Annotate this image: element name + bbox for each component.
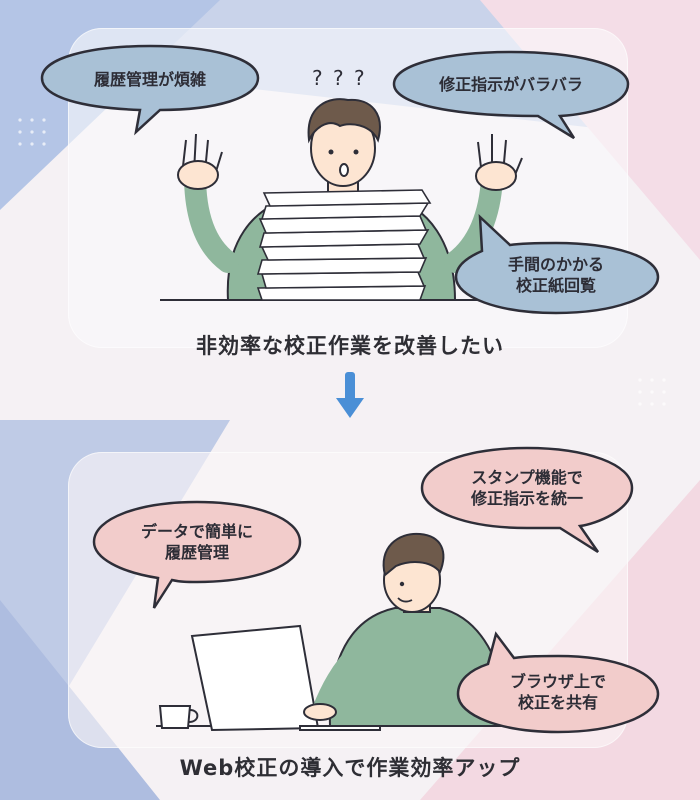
speech-bubble-browser-text: ブラウザ上で 校正を共有 <box>509 672 606 712</box>
speech-bubble-scattered-text: 修正指示がバラバラ <box>439 74 583 94</box>
question-marks: ? ? ? <box>312 66 367 90</box>
arrow-down-icon <box>336 372 364 418</box>
speech-bubble-stamp-text: スタンプ機能で 修正指示を統一 <box>470 468 583 508</box>
solution-caption: Web校正の導入で作業効率アップ <box>179 756 521 780</box>
speech-bubble-paper-text: 手間のかかる 校正紙回覧 <box>507 255 604 295</box>
speech-bubble-history-text: 履歴管理が煩雑 <box>93 69 206 89</box>
speech-bubble-browser: ブラウザ上で 校正を共有 <box>456 631 660 734</box>
speech-bubble-data: データで簡単に 履歴管理 <box>92 500 302 609</box>
speech-bubble-scattered: 修正指示がバラバラ <box>392 50 630 140</box>
speech-bubble-data-text: データで簡単に 履歴管理 <box>140 522 253 562</box>
problem-caption: 非効率な校正作業を改善したい <box>196 334 504 358</box>
speech-bubble-history: 履歴管理が煩雑 <box>40 44 260 136</box>
speech-bubble-paper: 手間のかかる 校正紙回覧 <box>452 213 660 315</box>
speech-bubble-stamp: スタンプ機能で 修正指示を統一 <box>420 446 634 554</box>
